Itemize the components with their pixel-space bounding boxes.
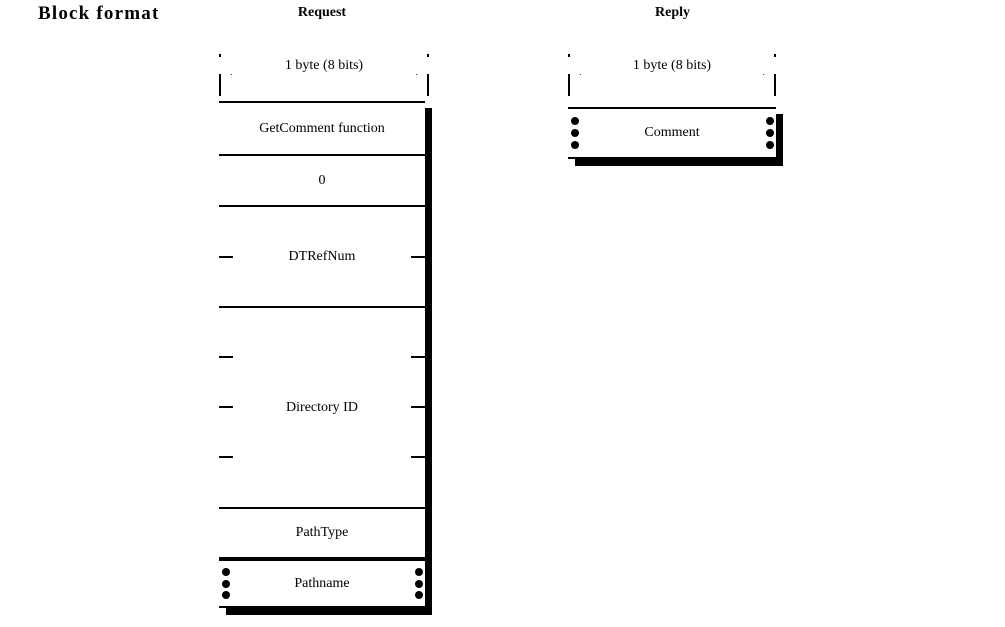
page-title: Block format <box>38 3 160 24</box>
field-directory-id: Directory ID <box>219 306 425 507</box>
field-label: 0 <box>318 172 326 188</box>
field-label: PathType <box>295 525 349 540</box>
reply-column-heading: Reply <box>655 5 690 20</box>
byte-divider-tick <box>219 456 233 458</box>
ruler-tick-right <box>774 54 776 96</box>
field-label: GetComment function <box>259 120 385 136</box>
dot <box>414 591 423 599</box>
dot <box>221 568 230 576</box>
dot <box>414 568 423 576</box>
byte-divider-tick <box>219 256 233 258</box>
byte-divider-tick <box>411 356 425 358</box>
variable-length-dots-left <box>570 117 579 149</box>
dot <box>765 141 774 149</box>
ruler-label: 1 byte (8 bits) <box>280 58 368 73</box>
byte-divider-tick <box>219 356 233 358</box>
byte-divider-tick <box>219 406 233 408</box>
dot <box>570 141 579 149</box>
field-label: DTRefNum <box>288 248 356 264</box>
ruler-label-wrap: 1 byte (8 bits) <box>568 57 776 74</box>
dot <box>414 579 423 588</box>
field-label: Comment <box>644 125 700 140</box>
ruler-label-wrap: 1 byte (8 bits) <box>219 57 429 74</box>
dot <box>765 117 774 125</box>
request-column-heading: Request <box>297 5 347 20</box>
open-block-top-rail <box>568 107 776 109</box>
request-packet-block: GetComment function 0 DTRefNum Directory… <box>219 101 432 566</box>
dot <box>221 579 230 588</box>
field-pathname: Pathname <box>219 559 432 615</box>
field-getcomment-function: GetComment function <box>219 103 425 154</box>
dot <box>765 129 774 137</box>
variable-length-dots-right <box>414 568 423 599</box>
dot <box>570 117 579 125</box>
open-block-body: Pathname <box>219 561 425 606</box>
dot <box>221 591 230 599</box>
byte-divider-tick <box>411 256 425 258</box>
ruler-tick-left <box>219 54 221 96</box>
variable-length-dots-right <box>765 117 774 149</box>
field-label: Directory ID <box>286 399 358 415</box>
dot <box>570 129 579 137</box>
variable-length-dots-left <box>221 568 230 599</box>
open-block-bottom-rail <box>568 157 776 159</box>
field-pathtype: PathType <box>219 507 425 557</box>
request-byte-width-ruler: 1 byte (8 bits) <box>219 54 429 96</box>
byte-divider-tick <box>411 456 425 458</box>
field-dtrefnum: DTRefNum <box>219 205 425 306</box>
ruler-tick-left <box>568 54 570 96</box>
byte-divider-tick <box>411 406 425 408</box>
field-label: Pathname <box>294 575 350 591</box>
field-zero: 0 <box>219 154 425 205</box>
ruler-label: 1 byte (8 bits) <box>628 58 716 73</box>
field-comment: Comment <box>568 107 783 166</box>
open-block-body: Comment <box>568 109 776 157</box>
ruler-tick-right <box>427 54 429 96</box>
reply-byte-width-ruler: 1 byte (8 bits) <box>568 54 776 96</box>
open-block-bottom-rail <box>219 606 425 608</box>
open-block-top-rail <box>219 559 425 561</box>
